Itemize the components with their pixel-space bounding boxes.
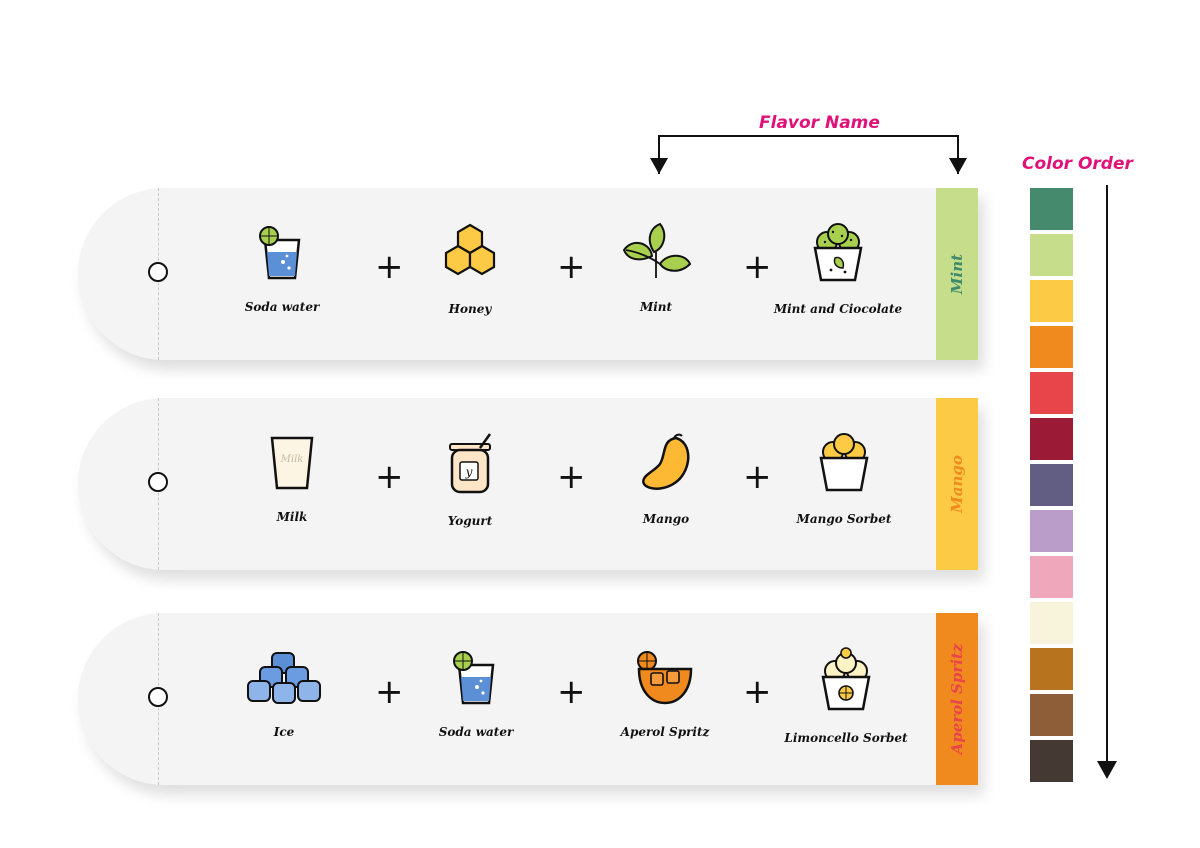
ingredient-label: Aperol Spritz [620,725,710,739]
plus-sign: + [743,672,772,712]
ice-cubes-icon [247,652,321,704]
color-swatch [1030,418,1073,460]
aperol-spritz-glass-icon [637,651,693,705]
ingredient-label: Honey [448,302,492,316]
color-swatch [1030,694,1073,736]
mint-ice-cream-cup-icon [813,223,863,282]
ingredient-item: Mango Sorbet [769,432,919,526]
ingredient-label: Mango [642,512,690,526]
honeycomb-icon [444,223,496,276]
ingredient-item: Mint and Ciocolate [763,222,913,316]
flavor-name-bracket-arrow [650,135,967,174]
yogurt-jar-icon: y [449,433,492,494]
flavor-name: Mint [948,253,966,295]
ingredient-label: Ice [273,725,295,739]
ingredient-item: Milk Milk [217,432,367,524]
ingredient-item: Ice [209,647,359,739]
plus-sign: + [375,457,404,497]
ingredient-label: Mango Sorbet [796,512,892,526]
color-swatch [1030,234,1073,276]
color-swatch [1030,510,1073,552]
plus-sign: + [557,457,586,497]
ingredient-label: Limoncello Sorbet [784,731,908,745]
mango-icon [642,433,690,490]
flavor-band: Aperol Spritz [936,613,978,785]
flavor-name: Aperol Spritz [948,643,966,755]
plus-sign: + [375,672,404,712]
flavor-tag-aperol-spritz: Ice + Soda water + Aperol Spritz + [78,613,978,785]
color-swatch [1030,464,1073,506]
svg-text:y: y [465,465,473,479]
svg-text:Milk: Milk [280,454,304,465]
color-swatch [1030,188,1073,230]
plus-sign: + [557,247,586,287]
color-swatch [1030,648,1073,690]
ingredient-label: Mint and Ciocolate [773,302,903,316]
color-swatch [1030,372,1073,414]
soda-water-icon [453,651,495,705]
plus-sign: + [743,247,772,287]
flavor-name-annotation: Flavor Name [759,113,880,133]
flavor-tag-mint: Soda water + Honey + Mint + Mint [78,188,978,360]
milk-glass-icon: Milk [270,436,314,490]
plus-sign: + [557,672,586,712]
ingredient-item: Limoncello Sorbet [771,647,921,745]
hang-hole [148,472,168,492]
ingredient-item: Aperol Spritz [590,647,740,739]
flavor-band: Mango [936,398,978,570]
lemon-sorbet-cup-icon [821,647,871,711]
ingredient-label: Soda water [244,300,320,314]
ingredient-item: y Yogurt [395,432,545,528]
hang-hole [148,687,168,707]
flavor-tag-mango: Milk Milk + y Yogurt + Mango + Mango Sor… [78,398,978,570]
color-swatch [1030,326,1073,368]
ingredient-label: Soda water [438,725,514,739]
plus-sign: + [375,247,404,287]
ingredient-label: Mint [639,300,673,314]
color-order-annotation: Color Order [1022,154,1133,174]
color-swatch [1030,602,1073,644]
color-swatch [1030,280,1073,322]
mango-sorbet-cup-icon [819,433,869,492]
ingredient-label: Milk [276,510,308,524]
mint-leaves-icon [622,222,692,278]
ingredient-item: Mango [591,432,741,526]
hang-hole [148,262,168,282]
color-order-arrow [1097,185,1117,779]
color-swatch [1030,556,1073,598]
plus-sign: + [743,457,772,497]
soda-water-icon [259,226,301,280]
ingredient-label: Yogurt [447,514,493,528]
flavor-band: Mint [936,188,978,360]
flavor-name: Mango [948,455,966,513]
ingredient-item: Soda water [207,222,357,314]
ingredient-item: Honey [395,222,545,316]
color-swatch [1030,740,1073,782]
ingredient-item: Soda water [401,647,551,739]
ingredient-item: Mint [581,222,731,314]
